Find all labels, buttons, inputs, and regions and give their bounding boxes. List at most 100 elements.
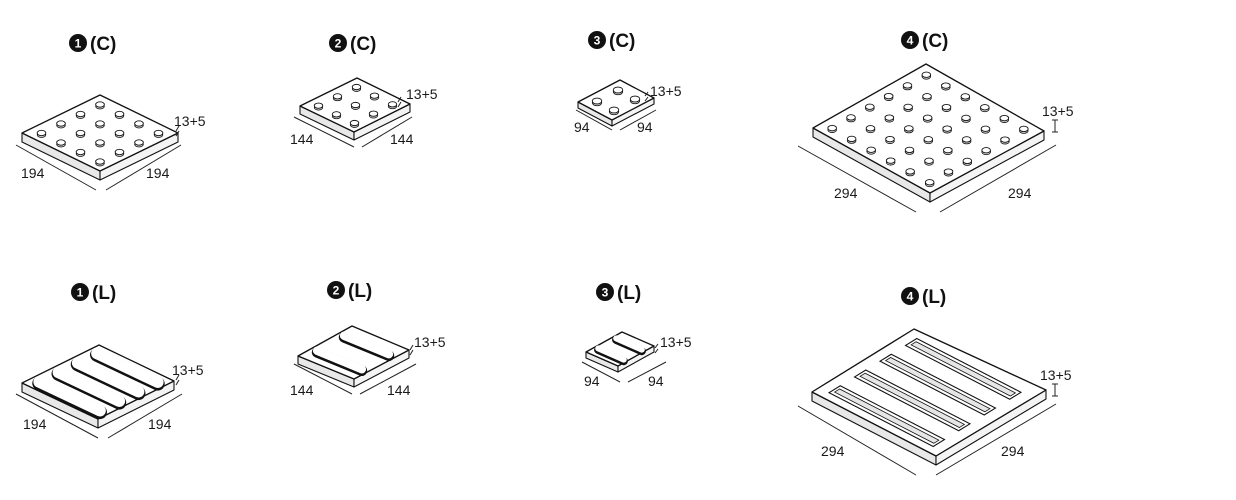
tactile-bar (613, 335, 645, 353)
thickness-marker (175, 125, 180, 132)
tactile-dot (902, 82, 913, 89)
tile-diagram: 1 (C) 13+5 194 194 (15, 34, 206, 191)
tile-suffix: (C) (90, 34, 116, 55)
thickness-marker (397, 96, 402, 103)
thickness-marker (409, 349, 414, 356)
tactile-dot (153, 129, 164, 137)
tactile-bar (339, 331, 394, 359)
tactile-bar-inner (910, 341, 1017, 397)
depth-label: 94 (637, 119, 653, 135)
tactile-dot (134, 120, 144, 127)
dimension-line-depth (359, 363, 417, 395)
tile-shape (297, 325, 410, 388)
tactile-dot (960, 93, 971, 100)
tactile-dot (349, 119, 360, 127)
tactile-dot (331, 111, 342, 118)
tile-title: 2 (C) (329, 34, 376, 55)
width-label: 194 (23, 416, 47, 432)
tactile-dot (332, 93, 343, 100)
tile-title: 3 (C) (588, 31, 635, 52)
dimension-line-width (797, 145, 917, 213)
dimension-lines (293, 96, 413, 148)
tile-top-face (585, 331, 655, 367)
width-label: 144 (290, 382, 314, 398)
dimension-line-width (293, 116, 355, 148)
thickness-label: 13+5 (650, 83, 682, 99)
depth-label: 294 (1008, 185, 1032, 201)
tactile-dot (961, 114, 971, 122)
tactile-dot (846, 114, 856, 121)
width-label: 144 (290, 131, 314, 147)
dimension-line-width (293, 363, 353, 395)
tile-number: 4 (907, 290, 914, 304)
tactile-dot (114, 110, 125, 118)
tile-suffix: (C) (609, 31, 635, 52)
thickness-label: 13+5 (172, 362, 204, 378)
tactile-dot (980, 104, 990, 111)
tile-title: 2 (L) (327, 281, 372, 302)
thickness-marker (175, 379, 180, 386)
dimension-lines (293, 344, 417, 395)
tile-number: 3 (594, 34, 601, 48)
tactile-dot (351, 83, 362, 91)
tile-suffix: (L) (922, 287, 946, 308)
number-badge (596, 283, 614, 301)
tile-top-face (577, 79, 655, 121)
dimension-line-depth (361, 116, 413, 148)
tactile-dot (114, 148, 125, 156)
tactile-bar (312, 346, 367, 374)
tactile-dot (943, 146, 953, 154)
tactile-dot (904, 125, 914, 132)
thickness-marker (654, 348, 659, 354)
thickness-marker (644, 96, 649, 102)
tile-shape (585, 331, 655, 373)
dimension-line-depth (107, 393, 183, 439)
depth-label: 194 (148, 416, 172, 432)
width-label: 94 (584, 373, 600, 389)
tactile-dot (922, 114, 933, 121)
tactile-bar (52, 366, 126, 407)
tactile-bar (91, 347, 164, 388)
tactile-dot (883, 92, 894, 100)
tactile-dot (942, 125, 952, 132)
depth-label: 194 (146, 165, 170, 181)
dimension-line-depth (939, 144, 1057, 213)
tile-shape (299, 77, 411, 141)
tactile-dot (941, 82, 951, 89)
tactile-dot (885, 157, 896, 164)
tactile-dot (999, 114, 1010, 122)
tactile-bar-inner (833, 388, 940, 444)
tile-number: 1 (75, 37, 82, 51)
tactile-bar (33, 376, 106, 417)
tactile-dot (114, 129, 125, 137)
tile-diagram: 1 (L) 13+5 194 194 (15, 283, 204, 439)
dimension-line-width (15, 144, 97, 191)
number-badge (71, 283, 89, 301)
tactile-dot (962, 157, 973, 165)
tile-suffix: (L) (617, 283, 641, 304)
dimension-lines (797, 119, 1058, 213)
tactile-dot (924, 179, 935, 186)
tile-number: 3 (602, 286, 609, 300)
tactile-dot (981, 147, 991, 154)
depth-label: 294 (1001, 443, 1025, 459)
dimension-line-width (15, 393, 99, 439)
number-badge (329, 34, 347, 52)
tile-number: 2 (333, 284, 340, 298)
tactile-dot (1000, 136, 1010, 143)
tactile-dot (865, 103, 875, 110)
tile-title: 1 (L) (71, 283, 116, 304)
tactile-bar (595, 345, 627, 363)
tactile-dot (827, 124, 837, 132)
tactile-dot (387, 101, 398, 108)
width-label: 194 (21, 165, 45, 181)
tactile-dot (608, 106, 620, 114)
thickness-label: 13+5 (1040, 367, 1072, 383)
tactile-dot (921, 71, 932, 78)
tile-diagram: 4 (C) 13+5 294 294 (797, 31, 1074, 213)
thickness-label: 13+5 (406, 86, 438, 102)
thickness-marker (409, 344, 414, 351)
width-label: 294 (821, 443, 845, 459)
tactile-dot (75, 129, 86, 137)
